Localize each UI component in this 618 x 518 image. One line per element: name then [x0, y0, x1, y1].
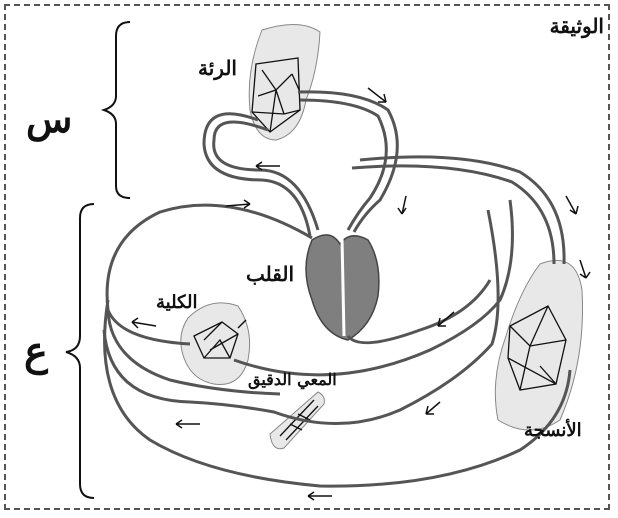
- bracket-systemic: [65, 203, 95, 499]
- lung-label: الرئة: [198, 56, 237, 80]
- bracket-pulmonary: [100, 21, 131, 199]
- intestine-label: المعي الدقيق: [248, 370, 337, 389]
- lung-capillaries: [251, 57, 301, 133]
- kidney-shape: [180, 302, 251, 385]
- kidney-label: الكلية: [156, 292, 198, 313]
- tissues-label: الأنسجة: [524, 420, 582, 441]
- vessels: [102, 90, 572, 488]
- systemic-circuit-label: ع: [24, 328, 48, 375]
- flow-arrows: [131, 87, 591, 501]
- document-title: الوثيقة: [549, 14, 604, 38]
- heart-septum: [340, 237, 346, 337]
- kidney-capillaries: [193, 321, 239, 359]
- heart-label: القلب: [246, 262, 295, 286]
- pulmonary-circuit-label: س: [26, 96, 73, 141]
- brackets: [65, 21, 131, 499]
- tissue-capillaries: [507, 305, 567, 391]
- document-frame: [4, 4, 610, 510]
